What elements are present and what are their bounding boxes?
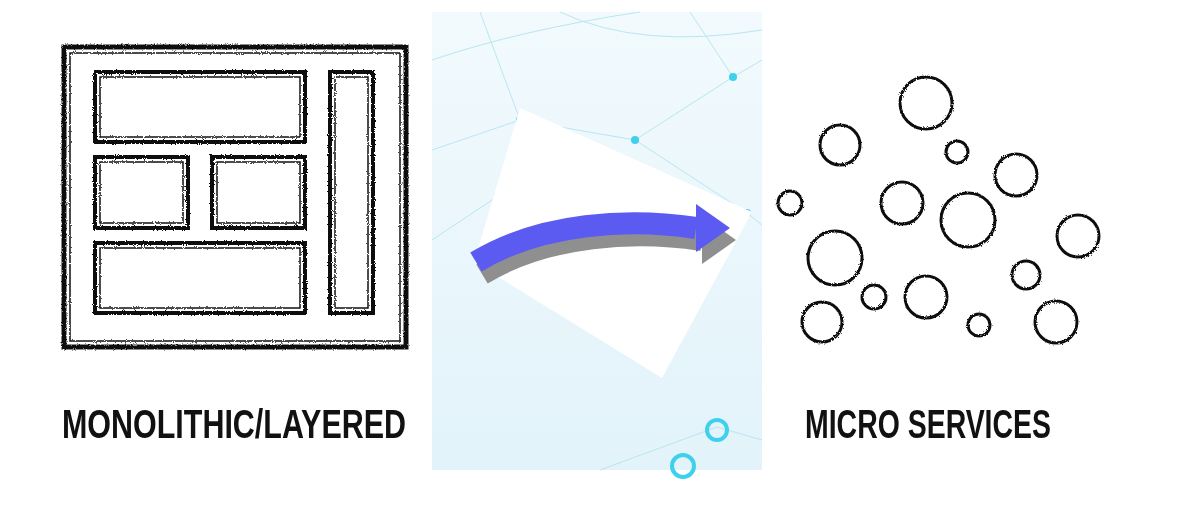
microservices-node: MICRO SERVICES (730, 30, 1130, 470)
network-rings (672, 420, 727, 477)
network-lines (432, 12, 762, 470)
monolith-node: MONOLITHIC/LAYERED (40, 30, 470, 470)
right-panel (762, 12, 1130, 470)
monolith-sketch (64, 47, 406, 347)
transition-arrow (476, 204, 736, 274)
service-circles (778, 77, 1099, 343)
middle-panel (432, 12, 762, 470)
panel-caption: MONOLITHIC/LAYERED (62, 402, 406, 446)
arrow-head (696, 204, 730, 252)
arrow-body (476, 223, 696, 262)
panel-caption: MICRO SERVICES (805, 402, 1051, 446)
tilted-card (474, 108, 752, 378)
